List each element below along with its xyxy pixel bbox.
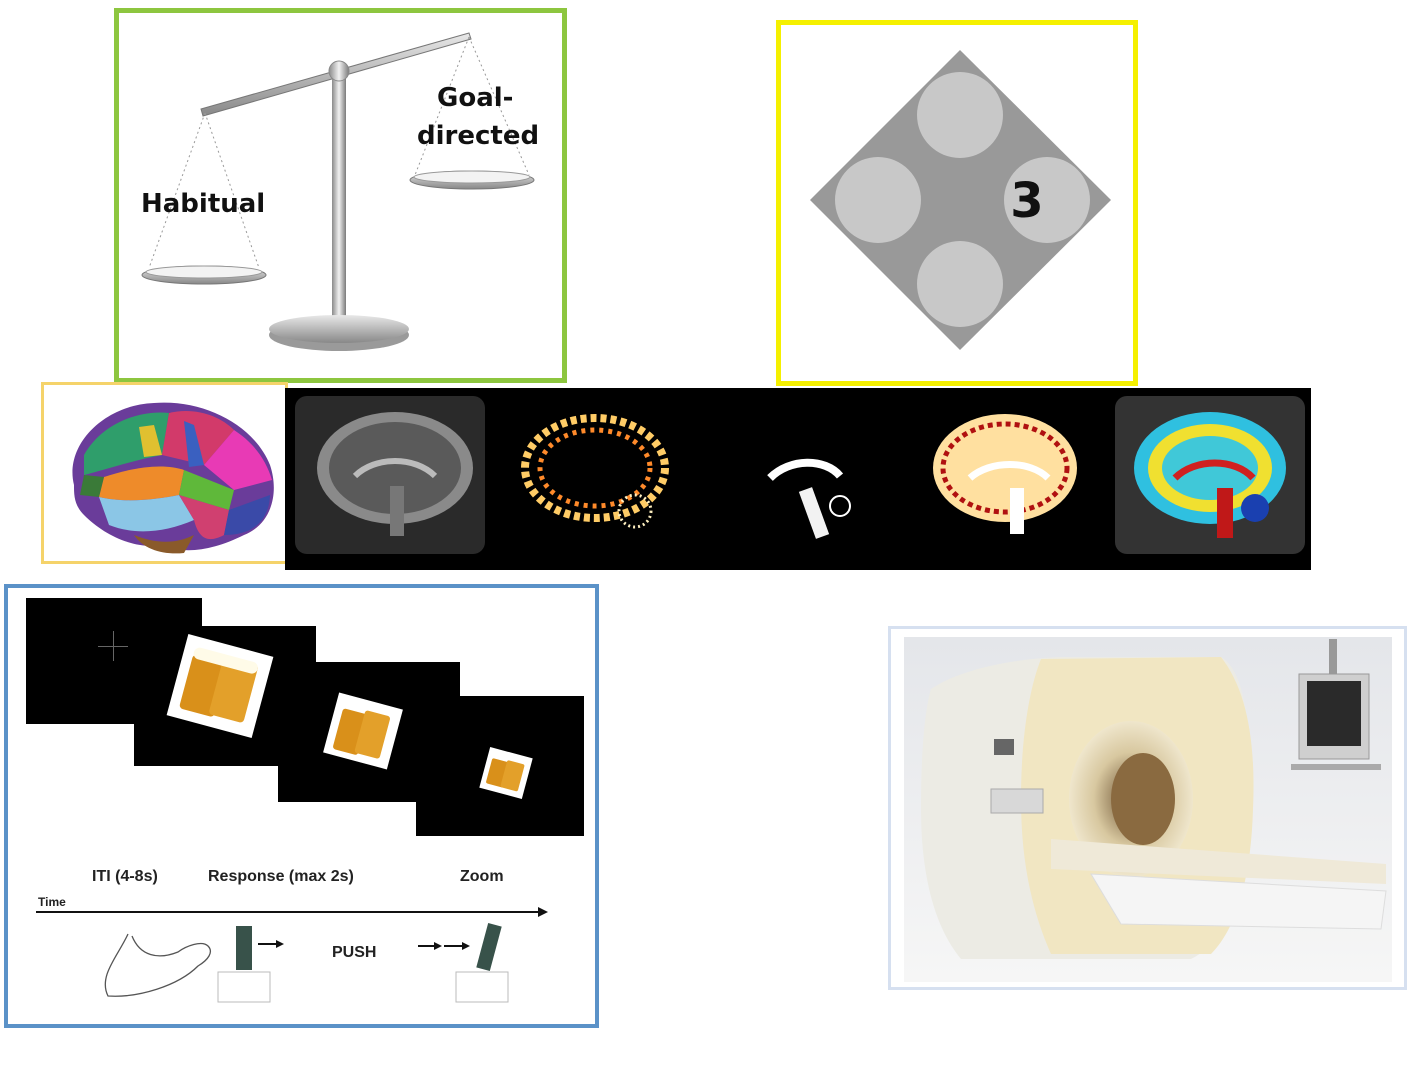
zoom-screen [416,696,584,836]
diamond-stimulus-panel: 3 [776,20,1138,386]
push-label: PUSH [332,944,377,961]
arm-icon [104,933,212,997]
zoom-label: Zoom [460,868,504,885]
goal-directed-label-line1: Goal- [437,83,514,113]
mri-slice-combined [910,396,1100,554]
timeline-and-action-icon [36,907,548,1003]
beer-mugs-icon [479,747,533,799]
time-label: Time [38,895,66,909]
diamond-stimulus-icon [810,50,1111,350]
balance-scale-icon [141,32,535,351]
mri-scanner-icon [904,637,1392,982]
balance-scale-panel: Habitual Goal- directed [114,8,567,383]
fixation-cross-v [113,631,114,661]
task-panel: ITI (4-8s) Response (max 2s) Zoom Time P… [4,584,599,1028]
mri-slice-colormap [1115,396,1305,554]
stimulus-number: 3 [1010,173,1044,229]
goal-directed-label-line2: directed [417,121,540,151]
mri-slice-white-matter [705,396,895,554]
mri-scanner-panel [888,626,1407,990]
mri-slice-t1 [295,396,485,554]
iti-label: ITI (4-8s) [92,868,158,885]
brain-atlas-panel [41,382,288,564]
mri-slices-strip [285,388,1311,570]
brain-atlas-icon [72,402,274,554]
beer-mugs-icon [166,634,274,738]
beer-mugs-icon [323,692,403,770]
habitual-label: Habitual [141,189,266,219]
mri-slice-gray-matter [500,396,690,554]
response-label: Response (max 2s) [208,868,354,885]
